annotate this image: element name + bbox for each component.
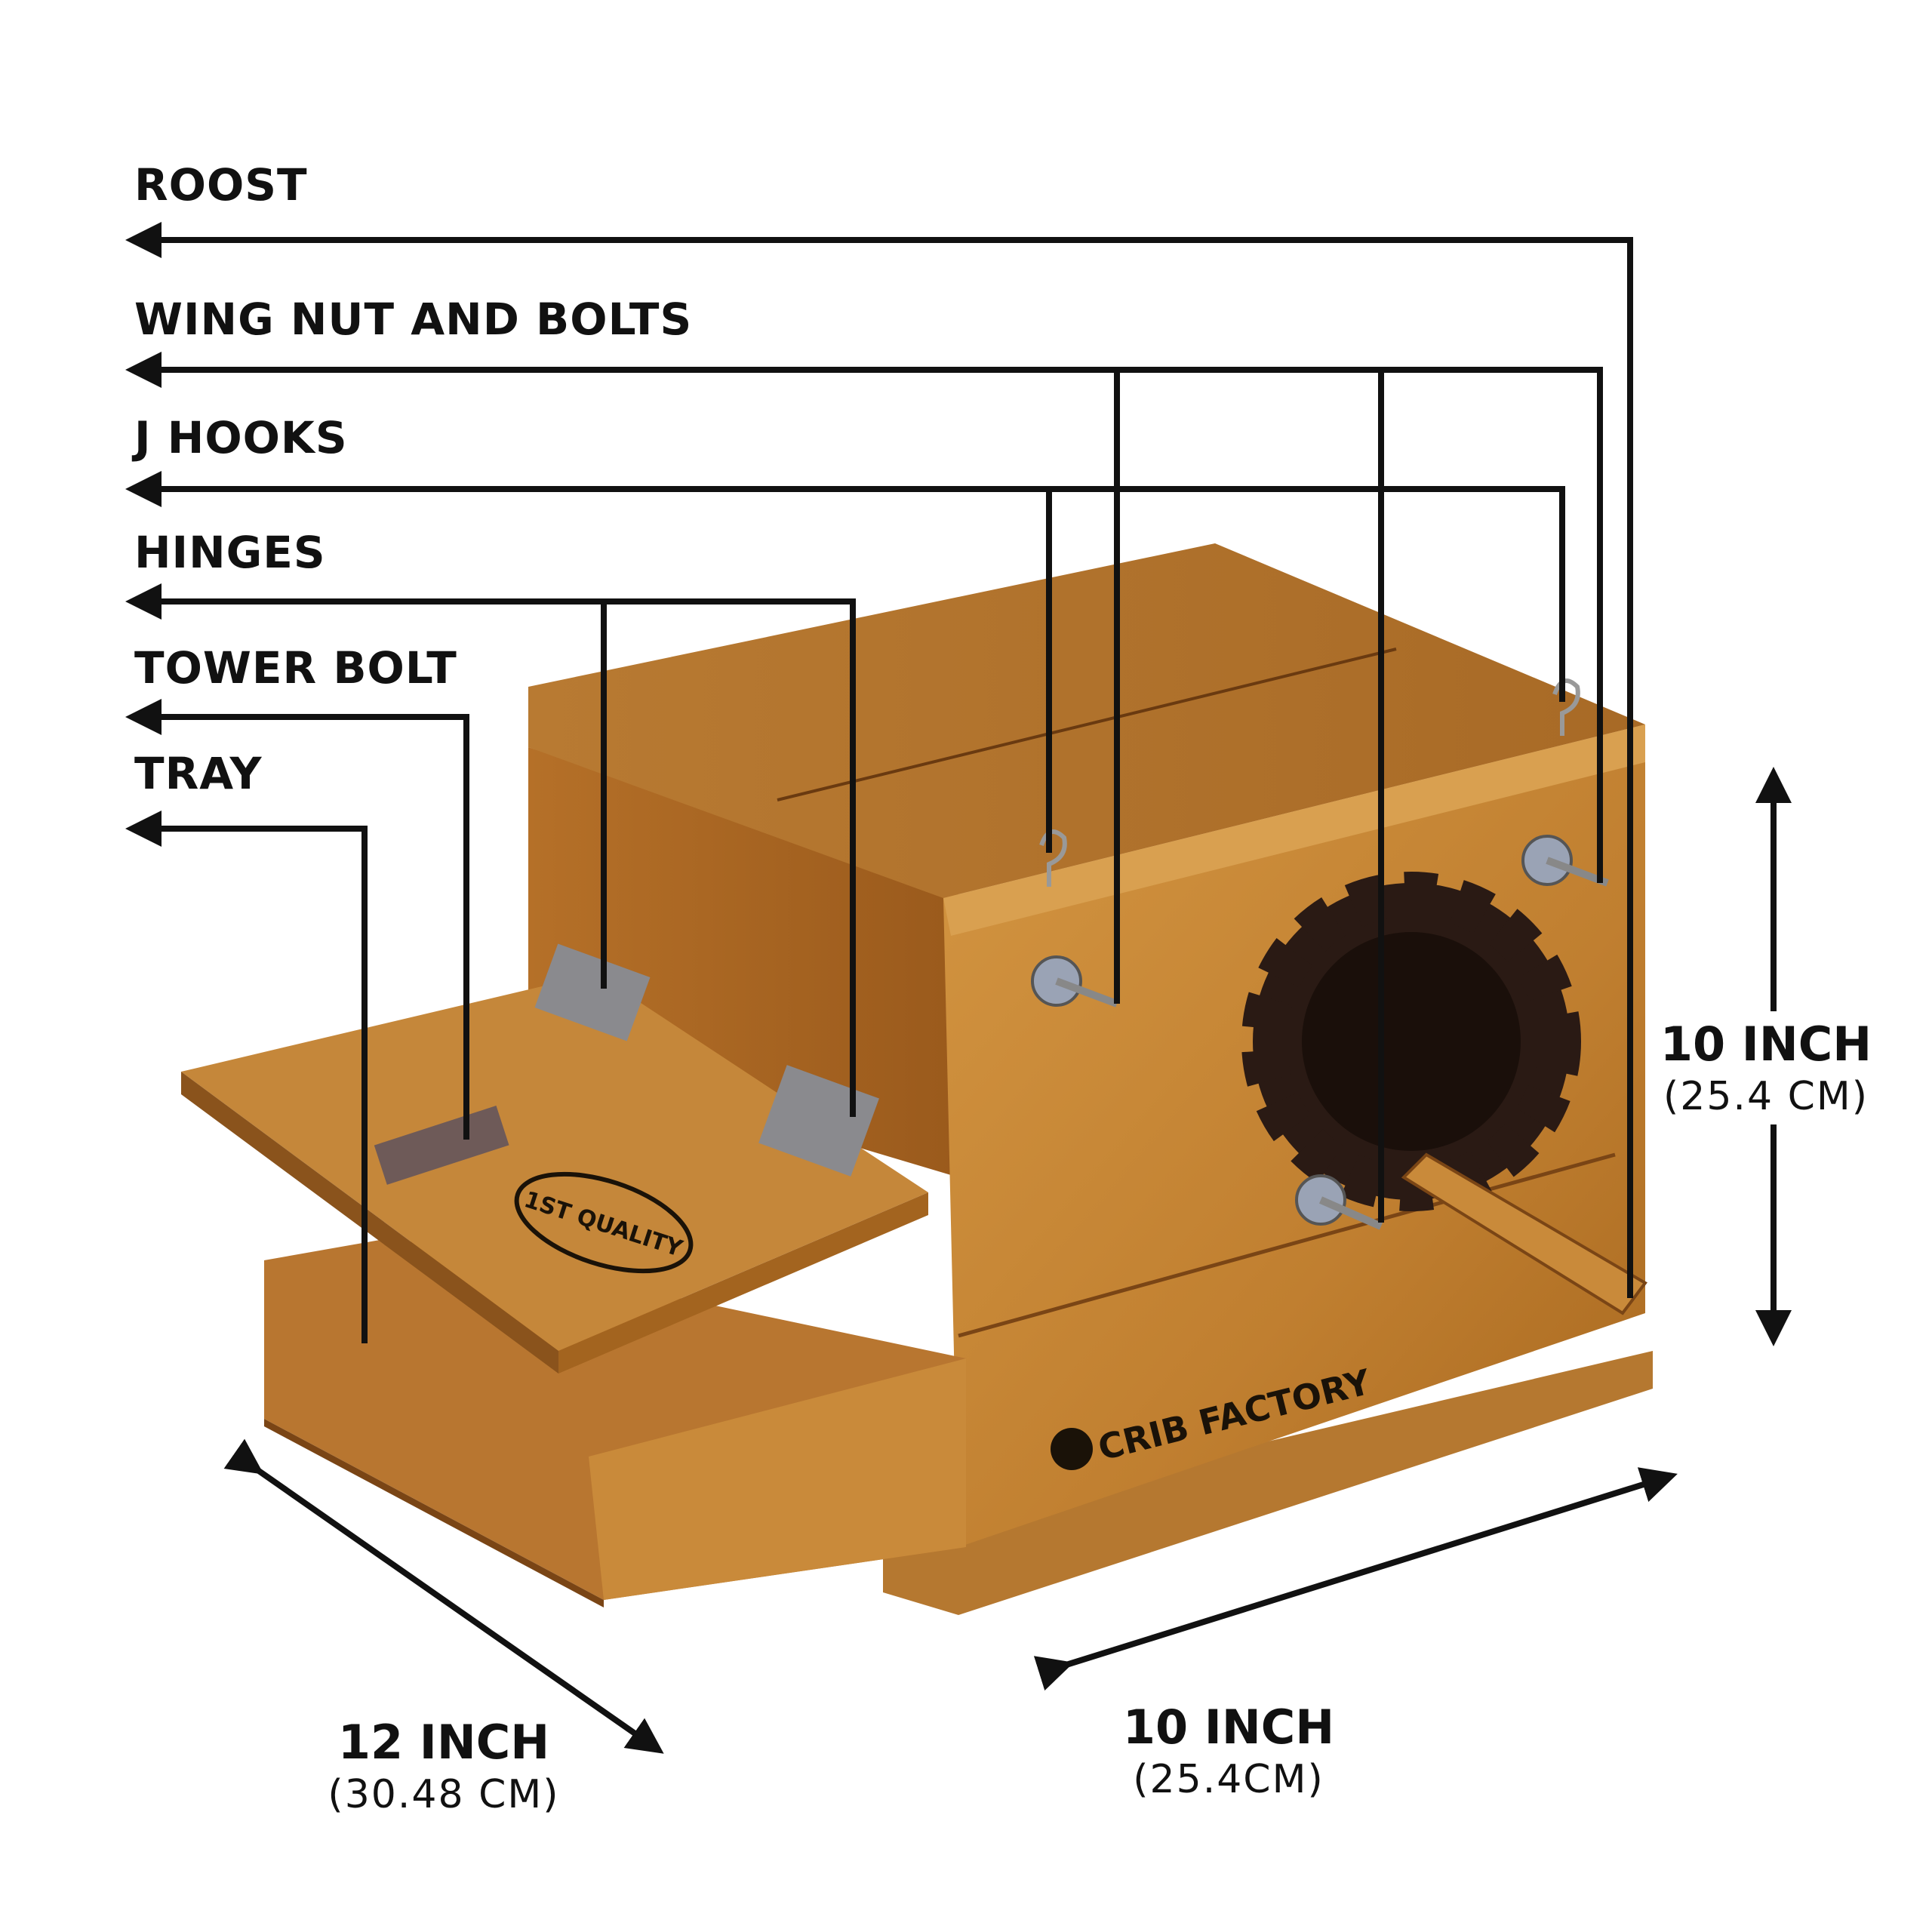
height-sub: (25.4 CM): [1663, 1074, 1869, 1119]
roof-top: [528, 543, 1645, 898]
width-main: 10 INCH: [1123, 1700, 1334, 1755]
height-main: 10 INCH: [1660, 1017, 1872, 1072]
tray-front: [589, 1358, 966, 1600]
callout-labels: ROOST WING NUT AND BOLTS J HOOKS HINGES …: [131, 159, 692, 799]
callout-label-wing-nut: WING NUT AND BOLTS: [134, 294, 692, 345]
depth-main: 12 INCH: [338, 1715, 549, 1770]
dimension-arrows: [223, 767, 1792, 1754]
callout-label-hinges: HINGES: [134, 527, 326, 578]
hinge-1: [534, 943, 651, 1041]
depth-sub: (30.48 CM): [328, 1772, 559, 1817]
callout-label-tray: TRAY: [134, 748, 263, 799]
callout-label-j-hooks: J HOOKS: [131, 412, 348, 463]
width-arrow: [1033, 1467, 1678, 1691]
width-sub: (25.4CM): [1133, 1757, 1324, 1802]
wing-nut-3: [1295, 1174, 1383, 1230]
depth-arrow: [223, 1438, 664, 1754]
callout-line-tower-bolt: [125, 699, 469, 1140]
callout-line-j-hooks-branch: [1049, 486, 1565, 702]
door-platform: [181, 974, 928, 1351]
callout-lines: [125, 222, 1633, 1343]
roost-perch: [1401, 1152, 1647, 1315]
birdhouse: 1ST QUALITY CRIB FACTORY: [181, 543, 1653, 1615]
callout-line-hinges-branch: [604, 598, 856, 1117]
predator-guard: [1241, 872, 1581, 1211]
wing-nut-1: [1031, 955, 1118, 1008]
callout-label-tower-bolt: TOWER BOLT: [134, 642, 457, 694]
tower-bolt: [374, 1106, 509, 1185]
callout-line-roost: [125, 222, 1633, 1298]
hinge-2: [758, 1065, 879, 1177]
dimension-labels: 12 INCH (30.48 CM) 10 INCH (25.4CM) 10 I…: [328, 1017, 1872, 1817]
callout-line-wing-nut-branch-2: [1117, 367, 1603, 883]
callout-label-roost: ROOST: [134, 159, 308, 211]
callout-line-tray: [125, 811, 368, 1343]
